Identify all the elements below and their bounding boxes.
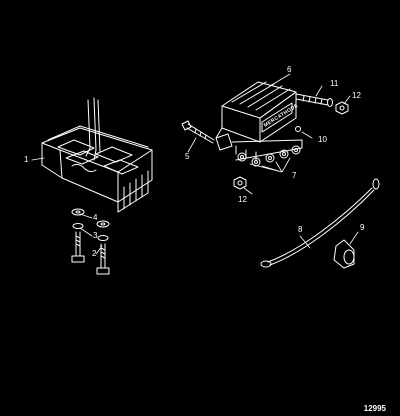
ground-cable <box>260 178 380 268</box>
callout-2: 2 <box>92 249 97 258</box>
callout-6: 6 <box>287 65 292 74</box>
terminal-stud <box>295 93 333 107</box>
long-bolt <box>181 120 215 144</box>
hex-nut-lower <box>233 176 247 190</box>
module-stamp: MERCATHODE <box>263 103 300 129</box>
callout-12-upper: 12 <box>352 91 361 100</box>
callout-3: 3 <box>93 231 98 240</box>
hex-nut-upper <box>335 101 349 115</box>
mounting-bolts <box>71 208 110 275</box>
callout-11: 11 <box>330 79 339 88</box>
mounting-bracket <box>41 97 153 213</box>
callout-5: 5 <box>185 152 190 161</box>
callout-10: 10 <box>318 135 327 144</box>
callout-4: 4 <box>93 213 98 222</box>
figure-number: 12995 <box>363 404 386 413</box>
callout-9: 9 <box>360 223 365 232</box>
terminal-boot <box>333 239 355 269</box>
leader-lines <box>31 73 359 255</box>
callout-8: 8 <box>298 225 303 234</box>
callout-7: 7 <box>292 171 297 180</box>
controller-module <box>215 81 303 167</box>
callout-1: 1 <box>24 155 29 164</box>
callout-12-lower: 12 <box>238 195 247 204</box>
